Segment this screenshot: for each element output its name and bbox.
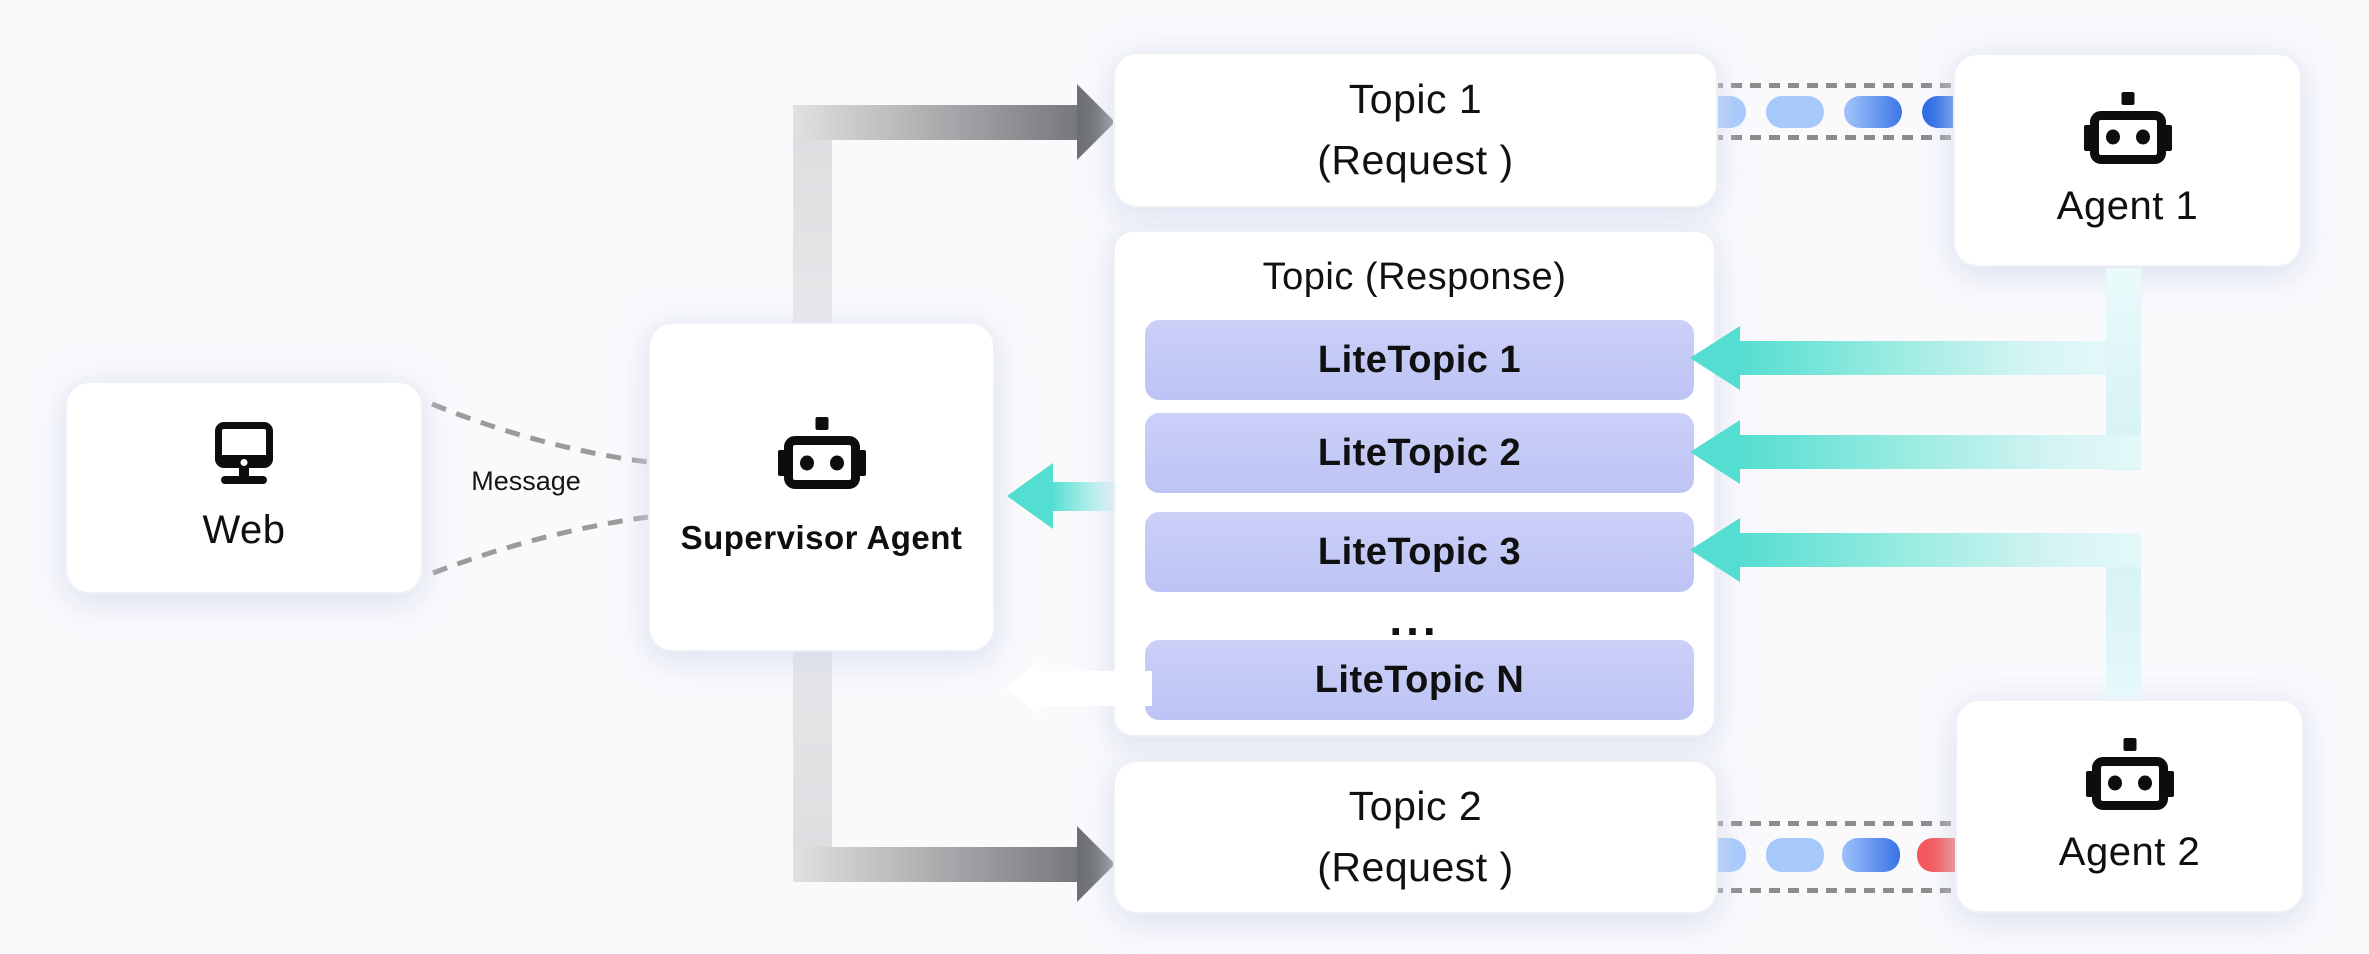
- request-arrow-bottom-head: [1077, 826, 1115, 902]
- litetopic-n-pill: LiteTopic N: [1145, 640, 1694, 720]
- message-pill: [1766, 96, 1824, 128]
- robot-antenna: [815, 417, 828, 430]
- web-label: Web: [202, 508, 286, 552]
- message-curve-top: [431, 401, 649, 465]
- robot-ear: [2085, 770, 2096, 797]
- supervisor-agent-node: Supervisor Agent: [648, 322, 995, 652]
- message-pill: [1842, 838, 1900, 872]
- robot-eye: [2107, 775, 2122, 791]
- litetopic-n-white-arrow-head: [1004, 661, 1041, 715]
- robot-eye: [799, 455, 814, 470]
- supervisor-response-arrow-shaft: [1051, 482, 1119, 511]
- monitor-icon: [215, 422, 273, 484]
- robot-antenna: [2123, 737, 2136, 751]
- request-arrow-bottom-shaft: [793, 847, 1077, 882]
- topic-response-title: Topic (Response): [1262, 256, 1567, 298]
- topic-response-node: Topic (Response) LiteTopic 1 LiteTopic 2…: [1113, 230, 1716, 737]
- topic1-request-node: Topic 1 (Request ): [1113, 52, 1718, 208]
- response-arrow2-shaft: [1738, 435, 2141, 469]
- robot-ear: [777, 450, 788, 476]
- litetopic-n-white-arrow-shaft: [1040, 671, 1152, 706]
- topic2-title: Topic 2: [1348, 782, 1483, 829]
- robot-ear: [2083, 124, 2094, 151]
- message-dashed-curves: [431, 401, 649, 576]
- robot-eye: [2137, 775, 2152, 791]
- robot-ear: [855, 450, 866, 476]
- robot-head: [783, 436, 860, 489]
- web-node: Web: [65, 381, 423, 594]
- topic2-request-node: Topic 2 (Request ): [1113, 760, 1718, 914]
- topic1-title: Topic 1: [1348, 75, 1483, 122]
- pipe2-dash-bottom: [1712, 888, 1960, 893]
- litetopic-2-pill: LiteTopic 2: [1145, 413, 1694, 493]
- message-pill: [1844, 96, 1902, 128]
- agent1-label: Agent 1: [2056, 183, 2199, 228]
- monitor-neck: [239, 468, 249, 476]
- agent1-node: Agent 1: [1953, 53, 2302, 267]
- pipe1-dash-top: [1712, 83, 1960, 88]
- supervisor-agent-label: Supervisor Agent: [680, 519, 963, 556]
- monitor-base: [221, 476, 267, 484]
- robot-eye: [829, 455, 844, 470]
- robot-head: [2091, 756, 2168, 810]
- agent2-node: Agent 2: [1955, 699, 2304, 913]
- monitor-dot: [240, 459, 248, 466]
- pipe1-dash-bottom: [1712, 135, 1960, 140]
- litetopic-3-pill: LiteTopic 3: [1145, 512, 1694, 592]
- robot-ear: [2161, 124, 2172, 151]
- request-arrow-top-shaft: [793, 105, 1077, 140]
- topic1-title-block: Topic 1 (Request ): [1317, 69, 1513, 192]
- robot-eye: [2135, 129, 2150, 145]
- response-arrow1-shaft: [1738, 341, 2106, 375]
- response-arrow3-shaft: [1738, 533, 2141, 567]
- request-arrow-top-stub: [793, 136, 832, 324]
- supervisor-response-arrow-head: [1007, 463, 1053, 529]
- topic1-subtitle: (Request ): [1317, 137, 1514, 183]
- request-arrow-top-head: [1077, 84, 1115, 160]
- robot-antenna: [2121, 91, 2134, 105]
- litetopic-1-pill: LiteTopic 1: [1145, 320, 1694, 400]
- robot-head: [2089, 110, 2166, 164]
- response-arrow2-head: [1690, 420, 1740, 484]
- response-arrow3-head: [1690, 518, 1740, 582]
- message-label: Message: [471, 466, 581, 496]
- pipe2-dash-top: [1712, 821, 1960, 826]
- topic2-subtitle: (Request ): [1317, 844, 1514, 890]
- request-arrow-bottom-stub: [793, 650, 832, 849]
- response-arrow1-head: [1690, 326, 1740, 390]
- robot-eye: [2105, 129, 2120, 145]
- robot-icon: [777, 417, 866, 489]
- agent2-label: Agent 2: [2058, 829, 2201, 874]
- message-curve-bottom: [432, 514, 649, 576]
- robot-icon: [2083, 91, 2172, 164]
- litetopic-ellipsis: ...: [1389, 593, 1440, 645]
- robot-icon: [2085, 737, 2174, 810]
- message-pill: [1766, 838, 1824, 872]
- robot-ear: [2163, 770, 2174, 797]
- topic2-title-block: Topic 2 (Request ): [1317, 776, 1513, 899]
